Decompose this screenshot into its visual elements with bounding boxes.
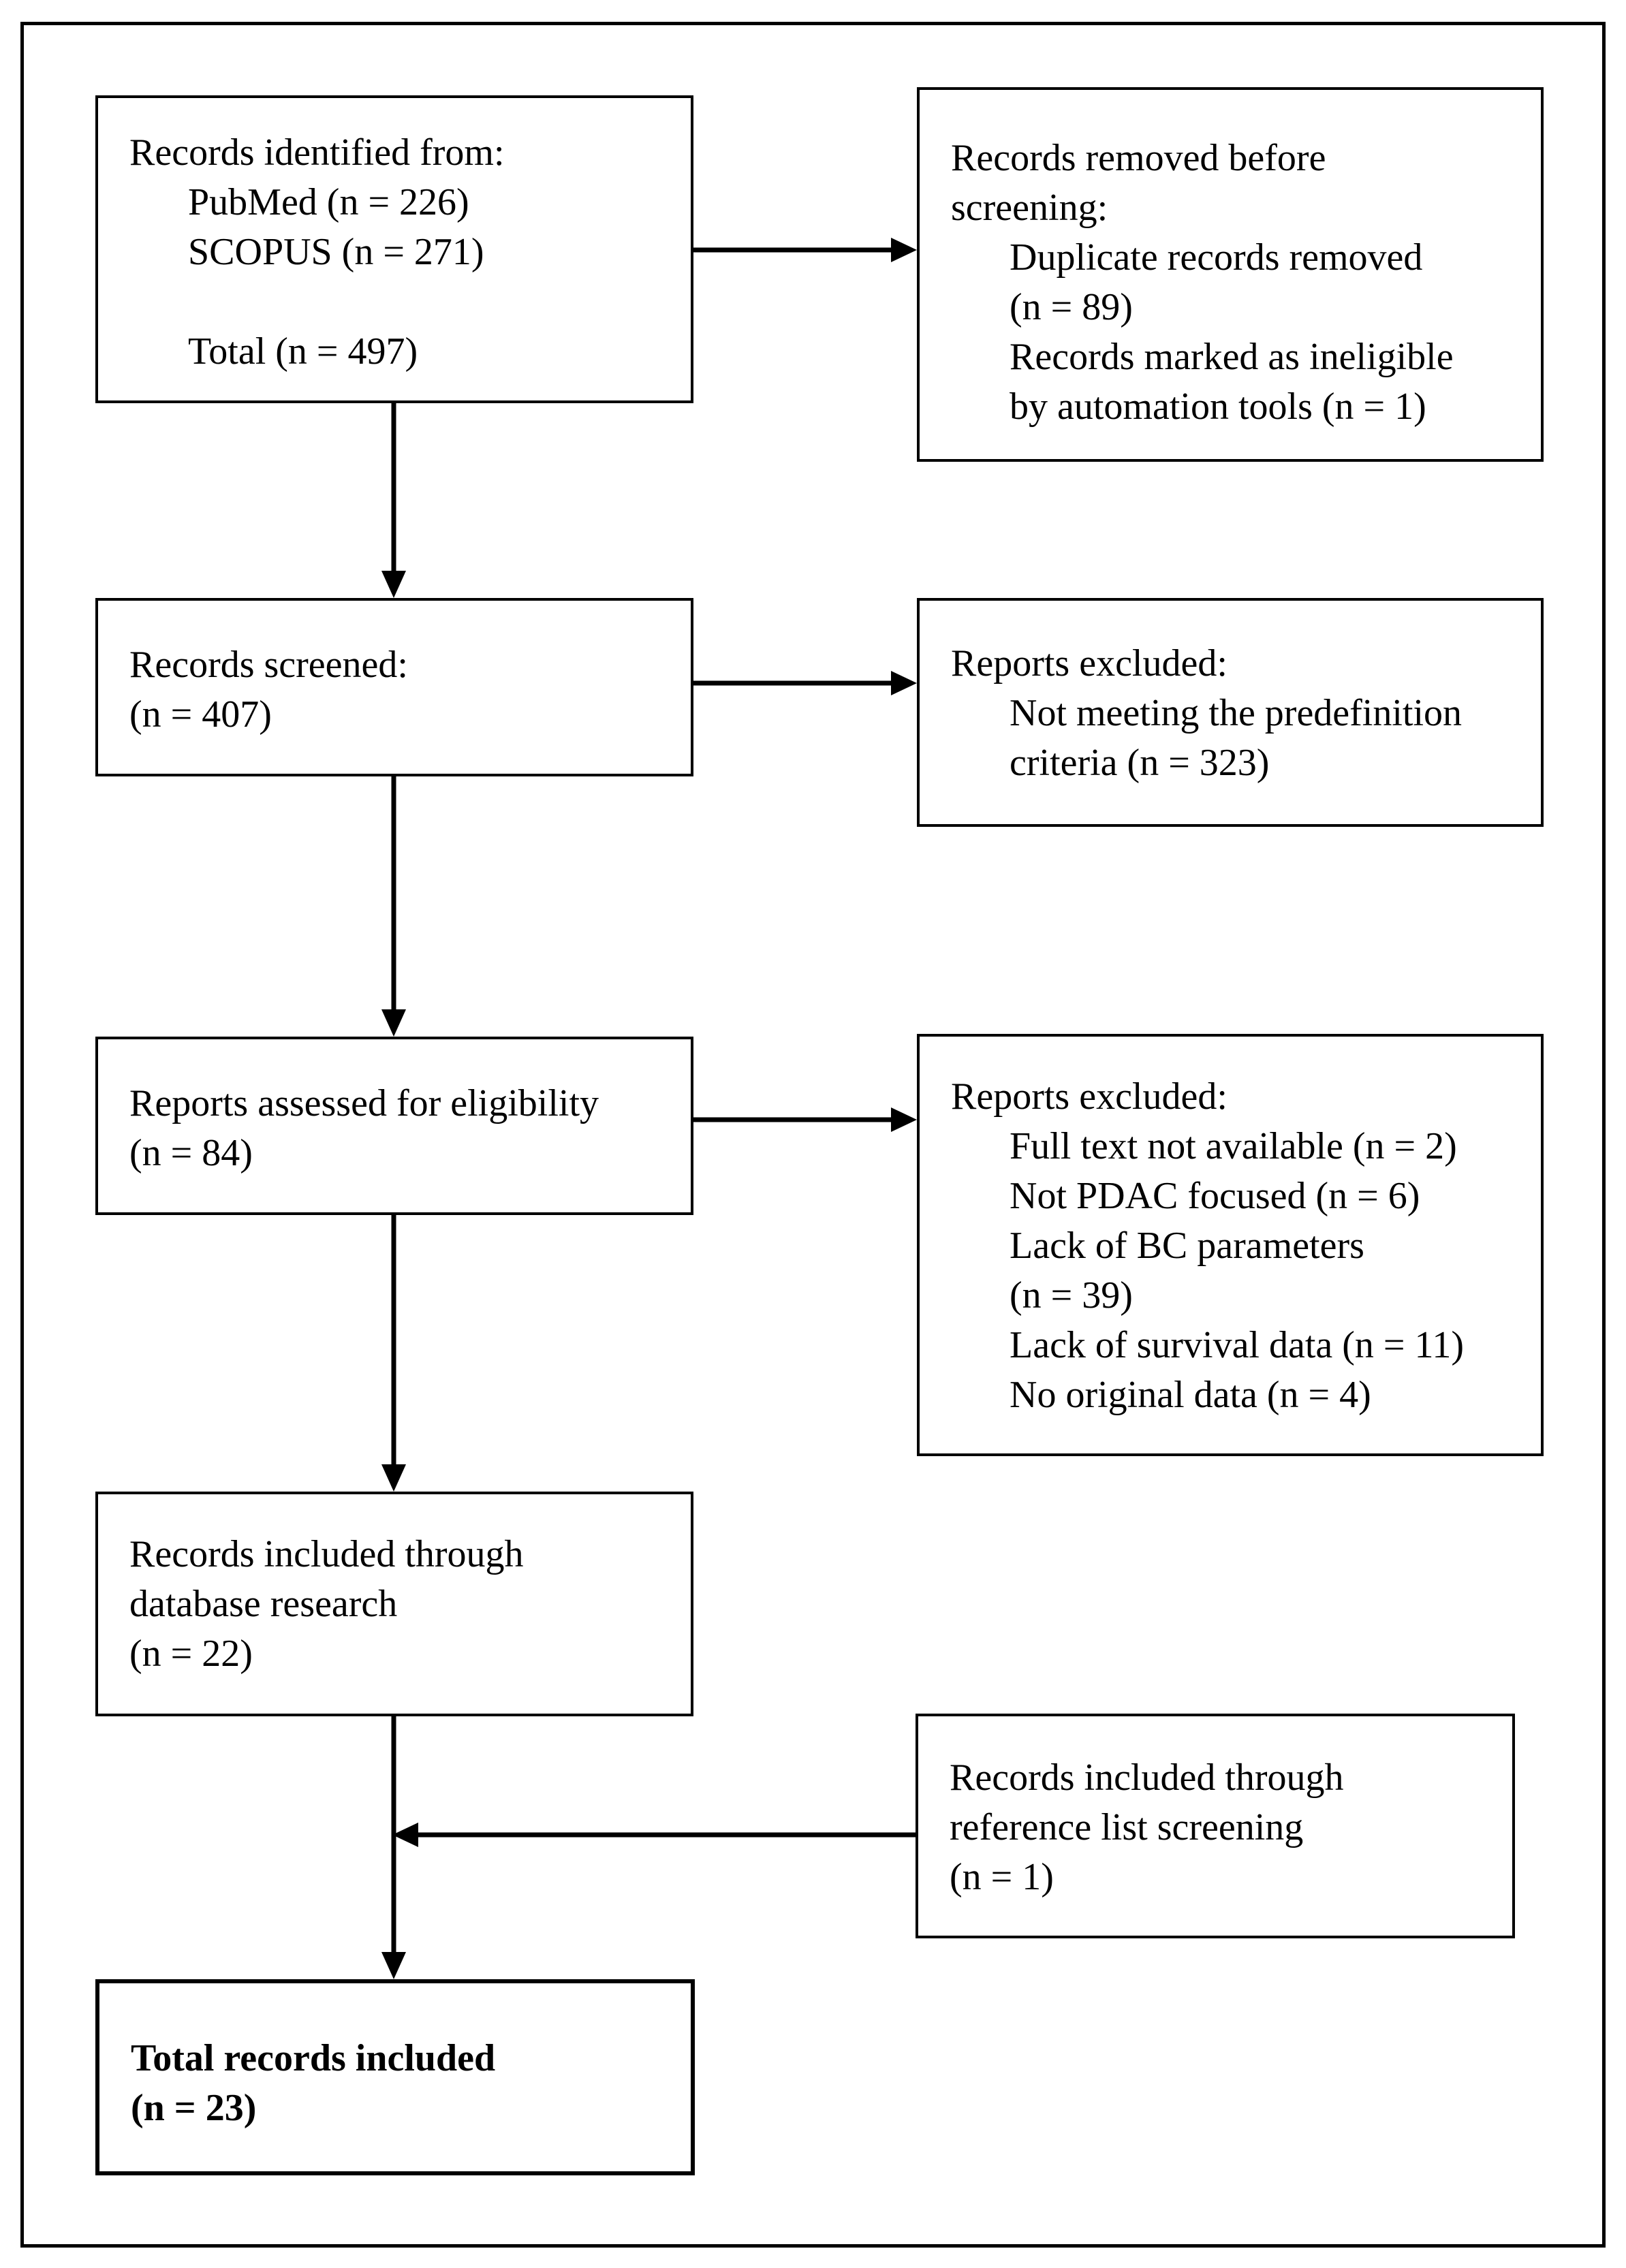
excluded-reason: (n = 39) <box>1010 1274 1133 1317</box>
screened-label: Records screened: <box>129 644 408 686</box>
reference-included-box: Records included through reference list … <box>916 1714 1515 1938</box>
scopus-count: SCOPUS (n = 271) <box>188 231 484 273</box>
identification-box: Records identified from: PubMed (n = 226… <box>95 95 693 403</box>
total-included-count: (n = 23) <box>131 2087 257 2129</box>
identification-spacer <box>129 277 663 327</box>
arrowhead-database <box>381 1464 406 1492</box>
excluded-reason: Lack of survival data (n = 11) <box>1010 1324 1465 1366</box>
excluded-screening-reason-2: criteria (n = 323) <box>1010 742 1270 784</box>
removed-heading-line-2: screening: <box>951 187 1108 229</box>
figure-border <box>20 22 1606 2248</box>
eligibility-label: Reports assessed for eligibility <box>129 1082 599 1124</box>
arrowhead-excluded-eligibility <box>891 1107 917 1132</box>
excluded-eligibility-box: Reports excluded: Full text not availabl… <box>917 1034 1544 1456</box>
excluded-reason: Full text not available (n = 2) <box>1010 1125 1457 1167</box>
pubmed-count: PubMed (n = 226) <box>188 181 469 223</box>
arrowhead-excluded-screening <box>891 671 917 695</box>
excluded-reason: Lack of BC parameters <box>1010 1225 1364 1267</box>
ineligible-line-1: Records marked as ineligible <box>1010 336 1454 378</box>
excluded-screening-box: Reports excluded: Not meeting the predef… <box>917 598 1544 827</box>
excluded-reason: Not PDAC focused (n = 6) <box>1010 1175 1420 1217</box>
arrowhead-eligibility <box>381 1009 406 1037</box>
arrowhead-reference <box>392 1823 418 1847</box>
database-included-label-2: database research <box>129 1583 398 1625</box>
reference-included-label-1: Records included through <box>950 1757 1344 1799</box>
database-included-box: Records included through database resear… <box>95 1492 693 1716</box>
arrowhead-screened <box>381 571 406 598</box>
excluded-eligibility-heading: Reports excluded: <box>951 1075 1228 1118</box>
ineligible-line-2: by automation tools (n = 1) <box>1010 385 1426 428</box>
eligibility-count: (n = 84) <box>129 1132 253 1174</box>
eligibility-box: Reports assessed for eligibility (n = 84… <box>95 1037 693 1215</box>
reference-included-count: (n = 1) <box>950 1856 1054 1898</box>
duplicates-line-2: (n = 89) <box>1010 286 1133 328</box>
arrowhead-removed <box>891 238 917 262</box>
total-included-label: Total records included <box>131 2037 496 2079</box>
removed-before-screening-box: Records removed before screening: Duplic… <box>917 87 1544 462</box>
identification-total: Total (n = 497) <box>188 330 418 373</box>
database-included-count: (n = 22) <box>129 1633 253 1675</box>
excluded-screening-heading: Reports excluded: <box>951 642 1228 684</box>
total-included-box: Total records included (n = 23) <box>95 1979 695 2175</box>
identification-heading: Records identified from: <box>129 131 505 174</box>
excluded-reason: No original data (n = 4) <box>1010 1374 1371 1416</box>
reference-included-label-2: reference list screening <box>950 1806 1304 1848</box>
screened-count: (n = 407) <box>129 693 272 736</box>
screened-box: Records screened: (n = 407) <box>95 598 693 776</box>
database-included-label-1: Records included through <box>129 1533 524 1575</box>
excluded-screening-reason-1: Not meeting the predefinition <box>1010 692 1463 734</box>
duplicates-line-1: Duplicate records removed <box>1010 236 1423 279</box>
arrowhead-total <box>381 1952 406 1979</box>
removed-heading-line-1: Records removed before <box>951 137 1326 179</box>
